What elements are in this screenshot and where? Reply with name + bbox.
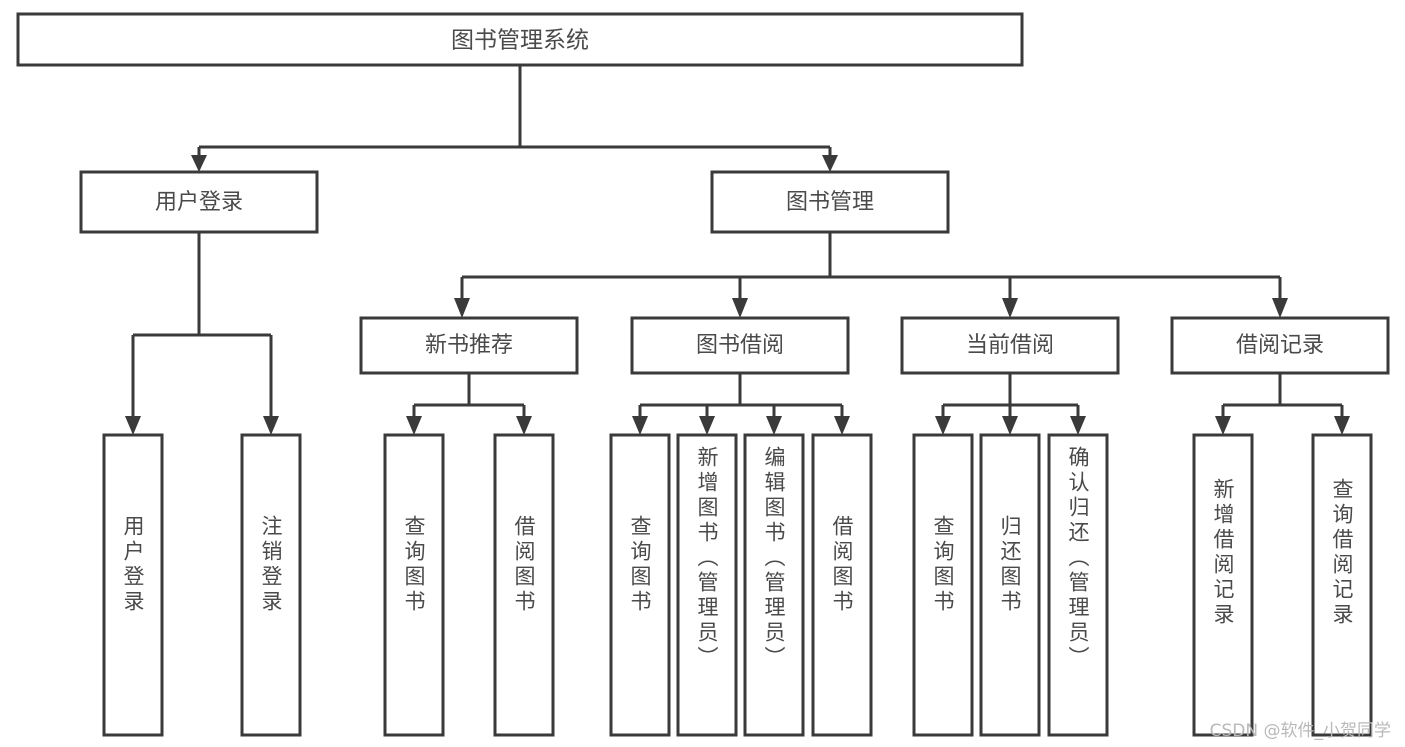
arrow-record-leaf2 xyxy=(1334,416,1350,435)
leaf-current-query-book-label: 查询图书 xyxy=(931,515,955,615)
arrow-borrow-leaf4 xyxy=(834,416,850,435)
leaf-record-query-label: 查询借阅记录 xyxy=(1330,478,1354,628)
node-book-management-label: 图书管理 xyxy=(786,190,874,215)
arrow-current-leaf1 xyxy=(935,416,951,435)
arrow-to-leaf-logout xyxy=(263,416,279,435)
node-user-login[interactable]: 用户登录 xyxy=(79,170,319,234)
arrow-borrow-leaf2 xyxy=(699,416,715,435)
node-current-borrow-box[interactable] xyxy=(900,316,1120,375)
leaf-record-query[interactable]: 查询借阅记录 xyxy=(1311,433,1373,737)
leaf-user-login-box[interactable] xyxy=(102,433,164,737)
leaf-borrow-query-book-label: 查询图书 xyxy=(628,515,652,615)
leaf-user-login-label: 用户登录 xyxy=(121,515,145,615)
leaf-current-query-book[interactable]: 查询图书 xyxy=(912,433,974,737)
leaf-current-confirm-return[interactable]: 确认归还（管理员） xyxy=(1047,433,1109,737)
node-book-management[interactable]: 图书管理 xyxy=(710,170,950,234)
leaf-user-login[interactable]: 用户登录 xyxy=(102,433,164,737)
node-borrow-record[interactable]: 借阅记录 xyxy=(1170,316,1390,375)
leaf-borrow-add-book[interactable]: 新增图书（管理员） xyxy=(676,433,738,737)
connector-group xyxy=(125,65,1350,435)
leaf-record-add-label: 新增借阅记录 xyxy=(1211,478,1235,628)
leaf-current-return-book-label: 归还图书 xyxy=(998,515,1022,615)
arrow-to-leaf-user-login xyxy=(125,416,141,435)
leaf-newbook-borrow-book-box[interactable] xyxy=(493,433,555,737)
leaf-borrow-borrow-book[interactable]: 借阅图书 xyxy=(811,433,873,737)
arrow-newbook-leaf2 xyxy=(516,416,532,435)
leaf-borrow-edit-book[interactable]: 编辑图书（管理员） xyxy=(743,433,805,737)
leaf-record-add-box[interactable] xyxy=(1192,433,1254,737)
arrow-newbook-leaf1 xyxy=(406,416,422,435)
node-borrow-record-label: 借阅记录 xyxy=(1236,333,1324,358)
arrow-record-leaf1 xyxy=(1215,416,1231,435)
arrow-current-leaf2 xyxy=(1002,416,1018,435)
arrow-to-user-login xyxy=(191,155,207,172)
node-user-login-box[interactable] xyxy=(79,170,319,234)
node-root-box[interactable] xyxy=(16,12,1024,67)
node-book-management-box[interactable] xyxy=(710,170,950,234)
node-root-label: 图书管理系统 xyxy=(451,28,589,54)
node-book-borrow-label: 图书借阅 xyxy=(696,333,784,358)
node-new-book-recommend[interactable]: 新书推荐 xyxy=(359,316,579,375)
leaf-borrow-edit-book-box[interactable] xyxy=(743,433,805,737)
leaf-newbook-borrow-book-label: 借阅图书 xyxy=(512,515,536,615)
leaf-borrow-add-book-label: 新增图书（管理员） xyxy=(695,446,719,671)
node-current-borrow-label: 当前借阅 xyxy=(966,333,1054,358)
leaf-borrow-borrow-book-box[interactable] xyxy=(811,433,873,737)
node-root-system[interactable]: 图书管理系统 xyxy=(16,12,1024,67)
leaf-borrow-add-book-box[interactable] xyxy=(676,433,738,737)
node-book-borrow[interactable]: 图书借阅 xyxy=(630,316,850,375)
node-new-book-recommend-label: 新书推荐 xyxy=(425,333,513,358)
leaf-current-query-book-box[interactable] xyxy=(912,433,974,737)
leaf-current-return-book[interactable]: 归还图书 xyxy=(979,433,1041,737)
node-borrow-record-box[interactable] xyxy=(1170,316,1390,375)
arrow-to-book-management xyxy=(822,155,838,172)
leaf-borrow-query-book[interactable]: 查询图书 xyxy=(609,433,671,737)
leaf-newbook-query-book-box[interactable] xyxy=(383,433,445,737)
leaf-borrow-borrow-book-label: 借阅图书 xyxy=(830,515,854,615)
node-current-borrow[interactable]: 当前借阅 xyxy=(900,316,1120,375)
leaf-current-confirm-return-box[interactable] xyxy=(1047,433,1109,737)
node-user-login-label: 用户登录 xyxy=(155,190,243,215)
leaf-record-query-box[interactable] xyxy=(1311,433,1373,737)
node-book-borrow-box[interactable] xyxy=(630,316,850,375)
arrow-to-current-borrow xyxy=(1002,298,1018,318)
leaf-newbook-query-book-label: 查询图书 xyxy=(402,515,426,615)
leaf-newbook-borrow-book[interactable]: 借阅图书 xyxy=(493,433,555,737)
arrow-to-book-borrow xyxy=(732,298,748,318)
leaf-logout-label: 注销登录 xyxy=(259,515,283,615)
leaf-borrow-query-book-box[interactable] xyxy=(609,433,671,737)
leaf-current-confirm-return-label: 确认归还（管理员） xyxy=(1066,446,1090,671)
arrow-current-leaf3 xyxy=(1070,416,1086,435)
arrow-to-new-book xyxy=(454,298,470,318)
arrow-to-borrow-record xyxy=(1272,298,1288,318)
leaf-logout-box[interactable] xyxy=(240,433,302,737)
leaf-borrow-edit-book-label: 编辑图书（管理员） xyxy=(762,446,786,671)
node-new-book-recommend-box[interactable] xyxy=(359,316,579,375)
leaf-record-add[interactable]: 新增借阅记录 xyxy=(1192,433,1254,737)
arrow-borrow-leaf1 xyxy=(632,416,648,435)
leaf-current-return-book-box[interactable] xyxy=(979,433,1041,737)
leaf-logout[interactable]: 注销登录 xyxy=(240,433,302,737)
arrow-borrow-leaf3 xyxy=(766,416,782,435)
leaf-newbook-query-book[interactable]: 查询图书 xyxy=(383,433,445,737)
